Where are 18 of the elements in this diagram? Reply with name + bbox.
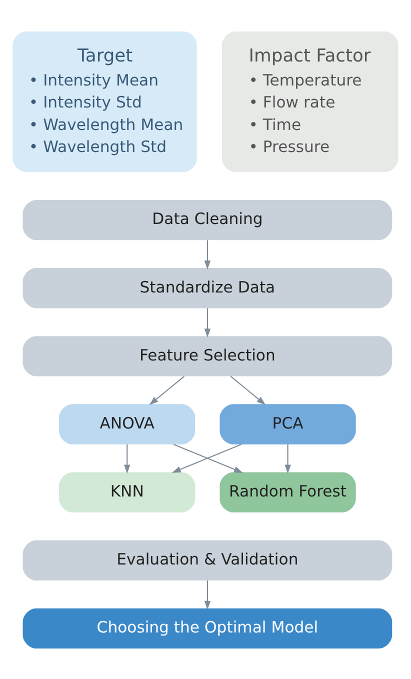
arrow [124,444,130,474]
arrow [204,580,211,610]
node-box: Random Forest [220,472,356,512]
arrow [230,375,266,404]
node-box: Impact Factor • Temperature • Flow rate • Time • Pressure [222,30,398,172]
node-box: Feature Selection [22,336,392,376]
node-box: Evaluation & Validation [22,540,392,580]
arrow [149,375,185,404]
arrow [204,308,211,338]
node-box: ANOVA [59,404,196,444]
arrow [284,444,291,474]
node-box: PCA [220,404,356,444]
node-box: Choosing the Optimal Model [22,608,392,648]
node-box: KNN [59,472,196,512]
arrow [204,240,211,269]
node-box: Standardize Data [22,268,392,308]
node-box: Data Cleaning [22,199,392,240]
node-box: Target • Intensity Mean • Intensity Std • Wavelength Mean • Wavelength Std [12,30,197,172]
